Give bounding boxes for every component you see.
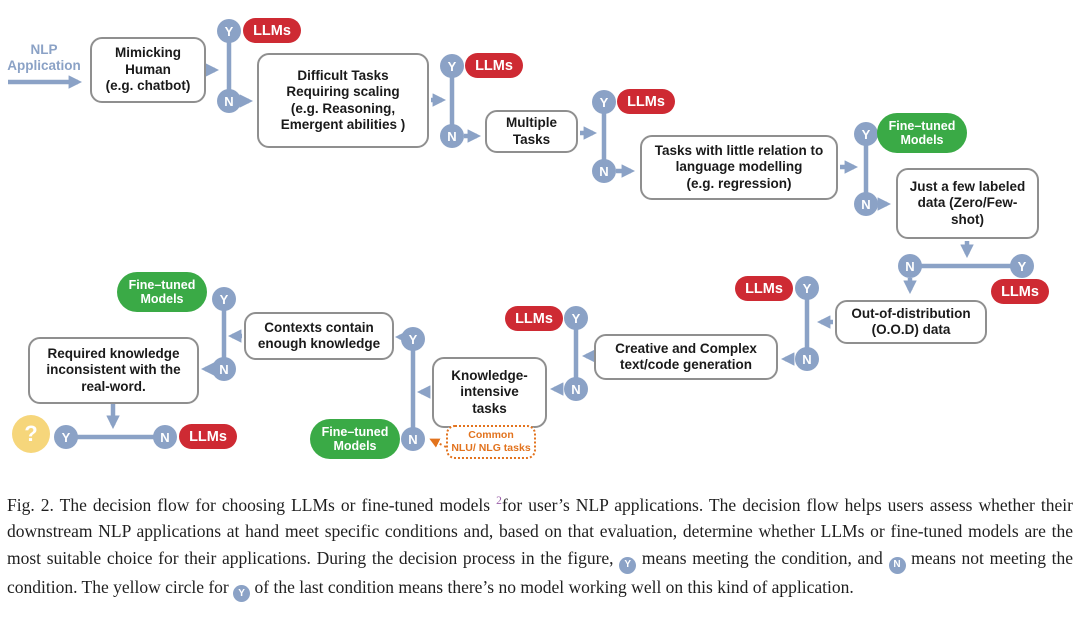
n-node-multiple: N <box>592 159 616 183</box>
caption-text-2: for user’s NLP applications. The decisio… <box>7 494 1073 568</box>
caption-fig-label: Fig. 2. <box>7 494 60 515</box>
caption-text-3: means meeting the condition, and <box>636 547 889 568</box>
y-node-few-labeled: Y <box>1010 254 1034 278</box>
n-node-little-relation: N <box>854 192 878 216</box>
y-node-knowledge: Y <box>401 327 425 351</box>
llms-badge-ood: LLMs <box>735 276 793 301</box>
n-node-knowledge: N <box>401 427 425 451</box>
flow-box-mimicking-human: Mimicking Human (e.g. chatbot) <box>90 37 206 103</box>
n-node-difficult: N <box>440 124 464 148</box>
y-node-multiple: Y <box>592 90 616 114</box>
y-node-mimicking: Y <box>217 19 241 43</box>
n-node-contexts: N <box>212 357 236 381</box>
figure-caption: Fig. 2. The decision flow for choosing L… <box>7 488 1074 603</box>
footnote-ref: 2 <box>496 495 502 507</box>
y-node-creative: Y <box>564 306 588 330</box>
flow-box-few-labeled-data: Just a few labeled data (Zero/Few- shot) <box>896 168 1039 239</box>
flow-box-contexts-knowledge: Contexts contain enough knowledge <box>244 312 394 360</box>
flow-box-little-relation: Tasks with little relation to language m… <box>640 135 838 200</box>
finetuned-badge-knowledge: Fine–tuned Models <box>310 419 400 459</box>
n-node-creative: N <box>564 377 588 401</box>
y-node-contexts: Y <box>212 287 236 311</box>
n-node-ood: N <box>795 347 819 371</box>
finetuned-badge-contexts: Fine–tuned Models <box>117 272 207 312</box>
start-label-nlp-application: NLP Application <box>7 42 81 74</box>
caption-y-icon-2: Y <box>233 585 251 603</box>
y-node-little-relation: Y <box>854 122 878 146</box>
unknown-outcome-circle: ? <box>12 415 50 453</box>
llms-badge-multiple: LLMs <box>617 89 675 114</box>
y-node-ood: Y <box>795 276 819 300</box>
caption-text-5: of the last condition means there’s no m… <box>250 576 854 597</box>
n-node-mimicking: N <box>217 89 241 113</box>
caption-n-icon: N <box>888 556 906 574</box>
llms-badge-required: LLMs <box>179 424 237 449</box>
flow-box-difficult-tasks: Difficult Tasks Requiring scaling (e.g. … <box>257 53 429 148</box>
common-tasks-note: Common NLU/ NLG tasks <box>446 425 536 459</box>
llms-badge-mimicking: LLMs <box>243 18 301 43</box>
flow-box-knowledge-intensive: Knowledge- intensive tasks <box>432 357 547 428</box>
finetuned-badge-little-relation: Fine–tuned Models <box>877 113 967 153</box>
flow-box-creative-complex: Creative and Complex text/code generatio… <box>594 334 778 380</box>
common-tasks-dotted-arrow <box>429 438 447 448</box>
y-node-required: Y <box>54 425 78 449</box>
n-node-required: N <box>153 425 177 449</box>
caption-text-4: means not meeting the condition. The yel… <box>7 547 1074 597</box>
y-node-difficult: Y <box>440 54 464 78</box>
n-node-few-labeled: N <box>898 254 922 278</box>
llms-badge-difficult: LLMs <box>465 53 523 78</box>
caption-text-1: The decision flow for choosing LLMs or f… <box>59 494 497 515</box>
llms-badge-creative: LLMs <box>505 306 563 331</box>
flow-box-multiple-tasks: Multiple Tasks <box>485 110 578 153</box>
caption-y-icon-1: Y <box>619 556 637 574</box>
llms-badge-few-labeled: LLMs <box>991 279 1049 304</box>
flow-box-ood-data: Out-of-distribution (O.O.D) data <box>835 300 987 344</box>
flow-box-required-knowledge: Required knowledge inconsistent with the… <box>28 337 199 404</box>
